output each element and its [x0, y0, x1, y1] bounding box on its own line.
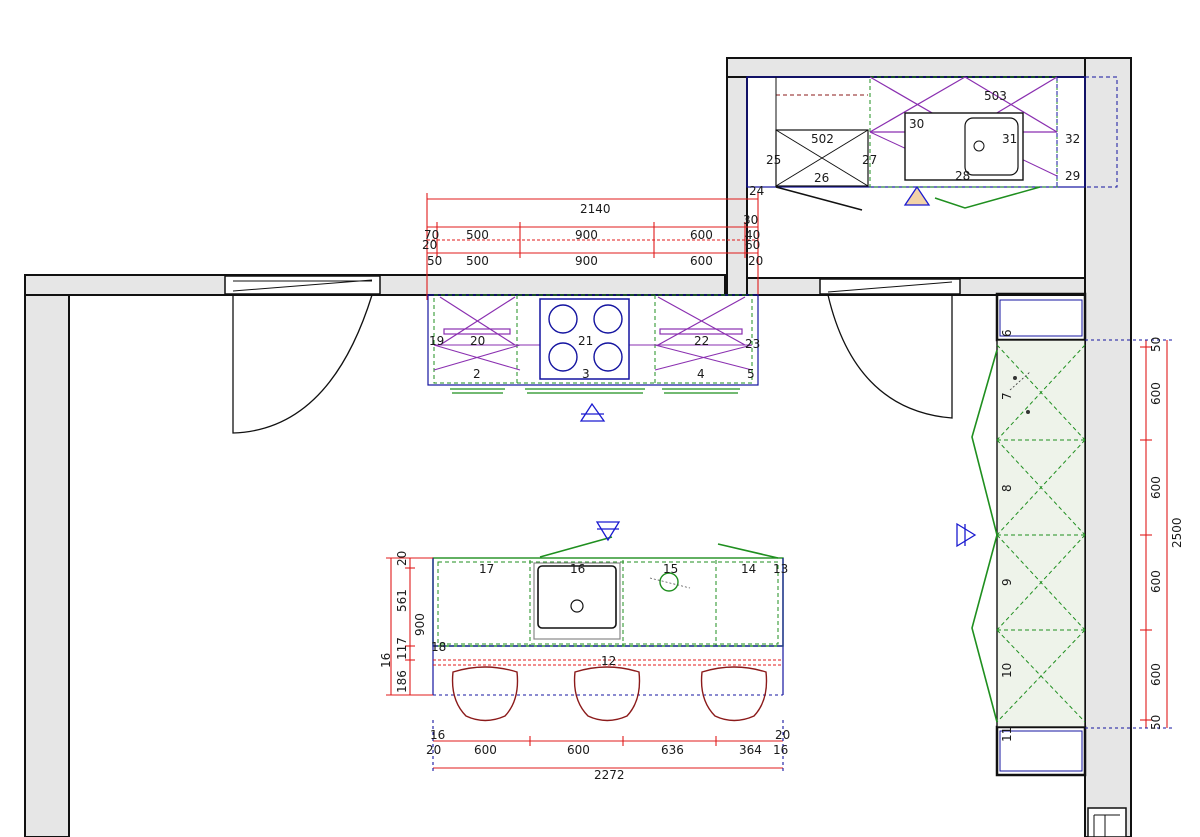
dim-bot-r2-d: 636	[661, 743, 684, 757]
label-26: 26	[814, 171, 829, 185]
label-6: 6	[1000, 329, 1014, 337]
label-3: 3	[582, 367, 590, 381]
right-dimensions	[1085, 339, 1172, 729]
dim-bot-r2-c: 600	[567, 743, 590, 757]
dim-left-b: 561	[395, 589, 409, 612]
stool-2	[573, 666, 641, 722]
label-18: 18	[431, 640, 446, 654]
right-tall-units: 6 7 8 9 10 11	[956, 292, 1087, 777]
dim-left-d: 117	[395, 637, 409, 660]
dim-top-r1-d: 600	[690, 228, 713, 242]
label-14: 14	[741, 562, 756, 576]
label-20: 20	[470, 334, 485, 348]
swing-right	[827, 294, 953, 419]
view-marker-alcove	[903, 185, 931, 206]
alcove-units: 503 30 31 32 502 25 27 26 28 29 24	[746, 76, 1118, 211]
dim-bot-r2-e: 364	[739, 743, 762, 757]
dim-top-r3-b: 500	[466, 254, 489, 268]
label-23: 23	[745, 337, 760, 351]
island-bottom-dimensions	[432, 720, 784, 774]
label-21: 21	[578, 334, 593, 348]
dim-right-a: 50	[1149, 337, 1163, 352]
label-32: 32	[1065, 132, 1080, 146]
island-left-dimension-labels: 20 561 900 117 16 186	[379, 551, 427, 693]
label-5: 5	[747, 367, 755, 381]
label-27: 27	[862, 153, 877, 167]
dim-top-r3-e: 20	[748, 254, 763, 268]
top-dimension-labels: 2140 70 500 900 600 40 30 20 60 50 500 9…	[422, 202, 763, 268]
dim-bot-r2-a: 20	[426, 743, 441, 757]
label-30: 30	[909, 117, 924, 131]
dim-right-total: 2500	[1170, 517, 1184, 548]
dim-top-r1-c: 900	[575, 228, 598, 242]
stool-3	[700, 666, 768, 722]
wall-alcove-top	[726, 57, 1132, 78]
label-10: 10	[1000, 663, 1014, 678]
dim-top-r1-b: 500	[466, 228, 489, 242]
walls	[24, 57, 1132, 837]
dim-top-r3-c: 900	[575, 254, 598, 268]
label-12: 12	[601, 654, 616, 668]
island: 17 16 15 14 13 18 12	[431, 521, 788, 722]
label-17: 17	[479, 562, 494, 576]
label-9: 9	[1000, 578, 1014, 586]
label-7: 7	[1000, 392, 1014, 400]
label-28: 28	[955, 169, 970, 183]
dim-bot-r2-b: 600	[474, 743, 497, 757]
dim-top-r2-f: 60	[745, 238, 760, 252]
label-16: 16	[570, 562, 585, 576]
dim-top-r3-d: 600	[690, 254, 713, 268]
hob	[539, 298, 630, 380]
swing-arcs	[232, 294, 953, 434]
wall-right	[1084, 57, 1132, 837]
stool-1	[451, 666, 519, 722]
dim-right-f: 50	[1149, 715, 1163, 730]
label-24: 24	[749, 184, 764, 198]
label-13: 13	[773, 562, 788, 576]
dim-right-b: 600	[1149, 382, 1163, 405]
dim-top-total: 2140	[580, 202, 611, 216]
dim-left-f: 186	[395, 670, 409, 693]
view-marker-top-run	[579, 402, 606, 422]
view-marker-right	[956, 522, 977, 548]
right-dimension-labels: 50 600 600 600 600 50 2500	[1149, 337, 1184, 730]
top-wall-units: 19 20 21 22 23 2 3 4 5	[427, 294, 760, 422]
label-15: 15	[663, 562, 678, 576]
dim-top-r2-a: 20	[422, 238, 437, 252]
label-22: 22	[694, 334, 709, 348]
label-29: 29	[1065, 169, 1080, 183]
dim-right-d: 600	[1149, 570, 1163, 593]
label-19: 19	[429, 334, 444, 348]
dim-left-c: 900	[413, 613, 427, 636]
label-503: 503	[984, 89, 1007, 103]
dim-right-c: 600	[1149, 476, 1163, 499]
label-8: 8	[1000, 484, 1014, 492]
wall-left	[24, 274, 70, 837]
label-502: 502	[811, 132, 834, 146]
swing-left	[232, 294, 373, 434]
dim-left-e: 16	[379, 653, 393, 668]
island-left-dimensions	[386, 557, 433, 696]
label-31: 31	[1002, 132, 1017, 146]
dim-bot-r1-a: 16	[430, 728, 445, 742]
dim-top-r3-a: 50	[427, 254, 442, 268]
dim-top-r1-f: 30	[743, 213, 758, 227]
top-dimensions	[426, 193, 759, 300]
view-marker-island	[595, 521, 621, 542]
dim-top-r1-a: 70	[424, 228, 439, 242]
dim-right-e: 600	[1149, 663, 1163, 686]
label-4: 4	[697, 367, 705, 381]
label-25: 25	[766, 153, 781, 167]
dim-left-a: 20	[395, 551, 409, 566]
dim-bot-total: 2272	[594, 768, 625, 782]
island-bottom-dimension-labels: 16 20 20 600 600 636 364 16 2272	[426, 728, 790, 782]
dim-bot-r1-e: 20	[775, 728, 790, 742]
label-2: 2	[473, 367, 481, 381]
wall-alcove-left	[726, 57, 748, 296]
dim-top-r1-e: 40	[745, 228, 760, 242]
dim-bot-r2-f: 16	[773, 743, 788, 757]
label-11: 11	[1000, 727, 1014, 742]
